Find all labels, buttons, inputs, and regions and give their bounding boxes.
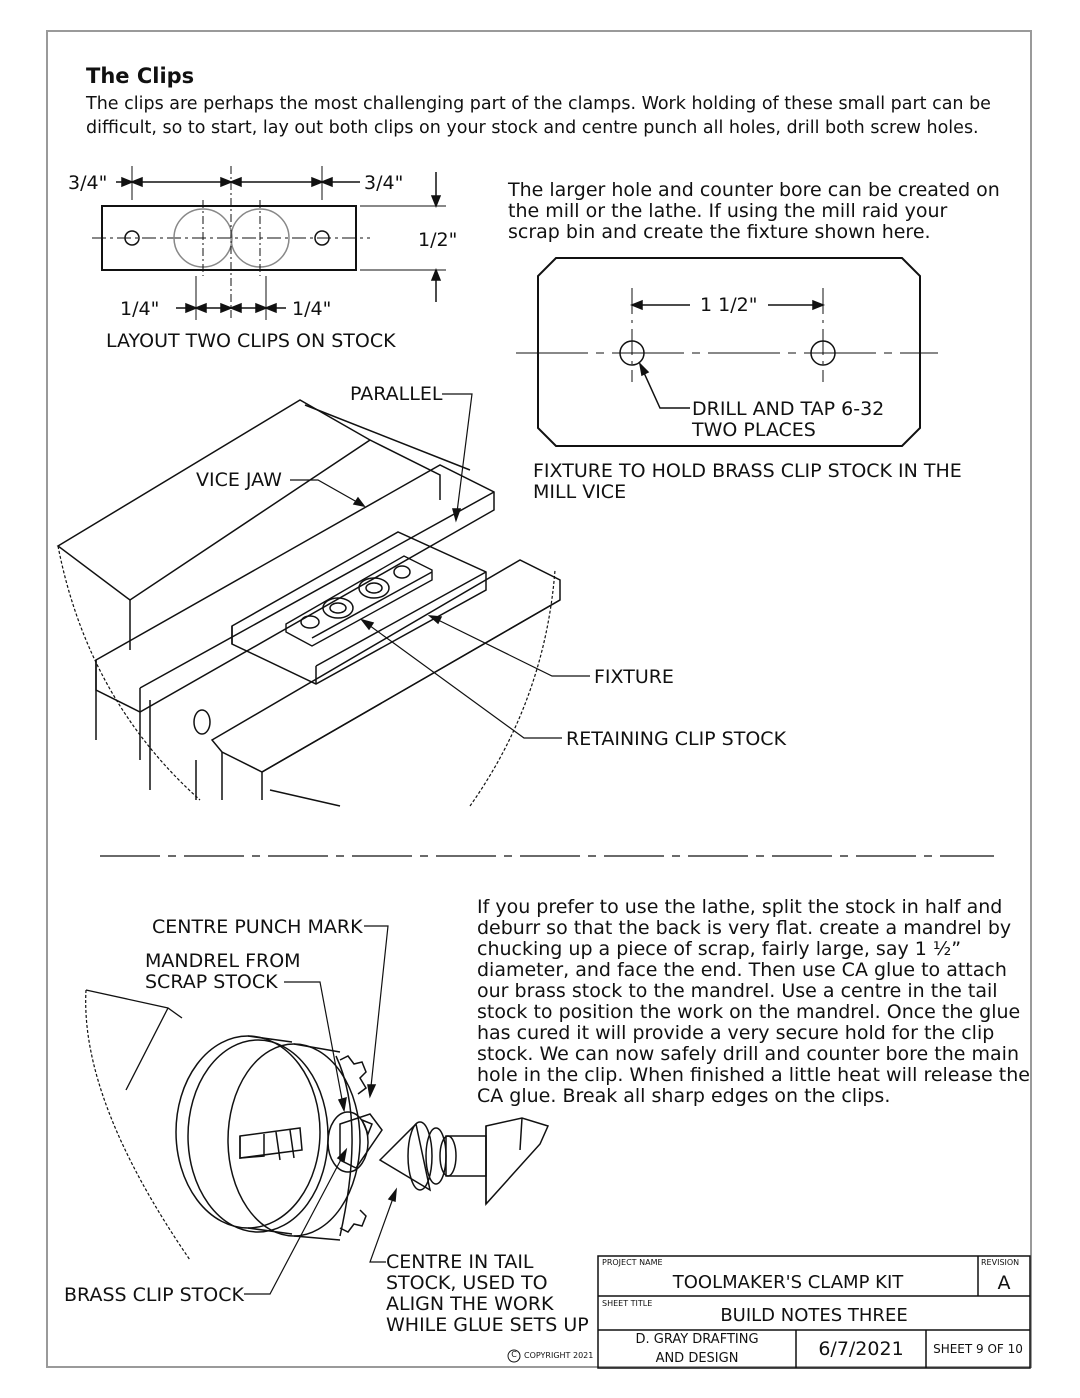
dim-left-label: 3/4"	[68, 172, 108, 194]
vice-jaw-label: VICE JAW	[196, 469, 282, 491]
drawing-frame	[46, 30, 1032, 1368]
lathe-note-line: If you prefer to use the lathe, split th…	[477, 896, 1003, 918]
sheet-title: BUILD NOTES THREE	[720, 1305, 908, 1326]
dim-bottom-right-label: 1/4"	[292, 298, 332, 320]
mill-note-line-2: the mill or the lathe. If using the mill…	[508, 200, 948, 222]
punch-mark-label: CENTRE PUNCH MARK	[152, 916, 363, 938]
fixture-caption-2: MILL VICE	[533, 481, 627, 503]
copyright-text: COPYRIGHT 2021	[524, 1351, 594, 1360]
copyright-symbol: C	[511, 1350, 517, 1359]
copyright-circle	[507, 1349, 521, 1363]
fixture-callout-2: TWO PLACES	[692, 419, 816, 441]
lathe-note-line: chucking up a piece of scrap, fairly lar…	[477, 938, 962, 960]
centre-label-4: WHILE GLUE SETS UP	[386, 1314, 589, 1336]
lathe-note-line: stock to position the work on the mandre…	[477, 1001, 1021, 1023]
centre-label-3: ALIGN THE WORK	[386, 1293, 554, 1315]
lathe-note-line: stock. We can now safely drill and count…	[477, 1043, 1019, 1065]
fixture-caption-1: FIXTURE TO HOLD BRASS CLIP STOCK IN THE	[533, 460, 962, 482]
project-name-label: PROJECT NAME	[602, 1258, 663, 1267]
fixture-plan-view	[516, 257, 938, 447]
lathe-isometric-view	[85, 925, 550, 1295]
lathe-note-line: has cured it will provide a very secure …	[477, 1022, 995, 1044]
fixture-callout-1: DRILL AND TAP 6-32	[692, 398, 885, 420]
intro-line-2: difficult, so to start, lay out both cli…	[86, 118, 979, 138]
title-block-lines	[597, 1255, 1031, 1369]
dim-bottom-left-label: 1/4"	[120, 298, 160, 320]
drawing-date: 6/7/2021	[818, 1338, 904, 1360]
lathe-note-line: diameter, and face the end. Then use CA …	[477, 959, 1007, 981]
lathe-note-line: our brass stock to the mandrel. Use a ce…	[477, 980, 998, 1002]
company-line-2: AND DESIGN	[655, 1351, 739, 1366]
parallel-label: PARALLEL	[350, 383, 443, 405]
vice-isometric-view	[56, 393, 590, 807]
layout-caption: LAYOUT TWO CLIPS ON STOCK	[106, 330, 396, 352]
dim-right-label: 3/4"	[364, 172, 404, 194]
revision-label: REVISION	[981, 1258, 1020, 1267]
lathe-note-line: hole in the clip. When finished a little…	[477, 1064, 1030, 1086]
revision-value: A	[997, 1272, 1011, 1294]
project-name: TOOLMAKER'S CLAMP KIT	[672, 1272, 904, 1293]
centre-label-1: CENTRE IN TAIL	[386, 1251, 534, 1273]
lathe-note-line: CA glue. Break all sharp edges on the cl…	[477, 1085, 891, 1107]
centre-label-2: STOCK, USED TO	[386, 1272, 548, 1294]
fixture-label: FIXTURE	[594, 666, 674, 688]
fixture-dim-label: 1 1/2"	[700, 294, 758, 316]
company-line-1: D. GRAY DRAFTING	[635, 1332, 759, 1347]
mandrel-label-2: SCRAP STOCK	[145, 971, 278, 993]
mill-note-line-3: scrap bin and create the fixture shown h…	[508, 221, 931, 243]
dim-height-label: 1/2"	[418, 229, 458, 251]
sheet-number: SHEET 9 OF 10	[933, 1342, 1023, 1356]
clip-stock-label: RETAINING CLIP STOCK	[566, 728, 787, 750]
lathe-note-line: deburr so that the back is very flat. cr…	[477, 917, 1012, 939]
section-title: The Clips	[86, 64, 195, 88]
sheet-title-label: SHEET TITLE	[602, 1299, 653, 1308]
clip-layout-view	[92, 166, 446, 320]
brass-stock-label: BRASS CLIP STOCK	[64, 1284, 244, 1306]
mandrel-label-1: MANDREL FROM	[145, 950, 301, 972]
mill-note-line-1: The larger hole and counter bore can be …	[508, 179, 1000, 201]
intro-line-1: The clips are perhaps the most challengi…	[86, 94, 991, 114]
